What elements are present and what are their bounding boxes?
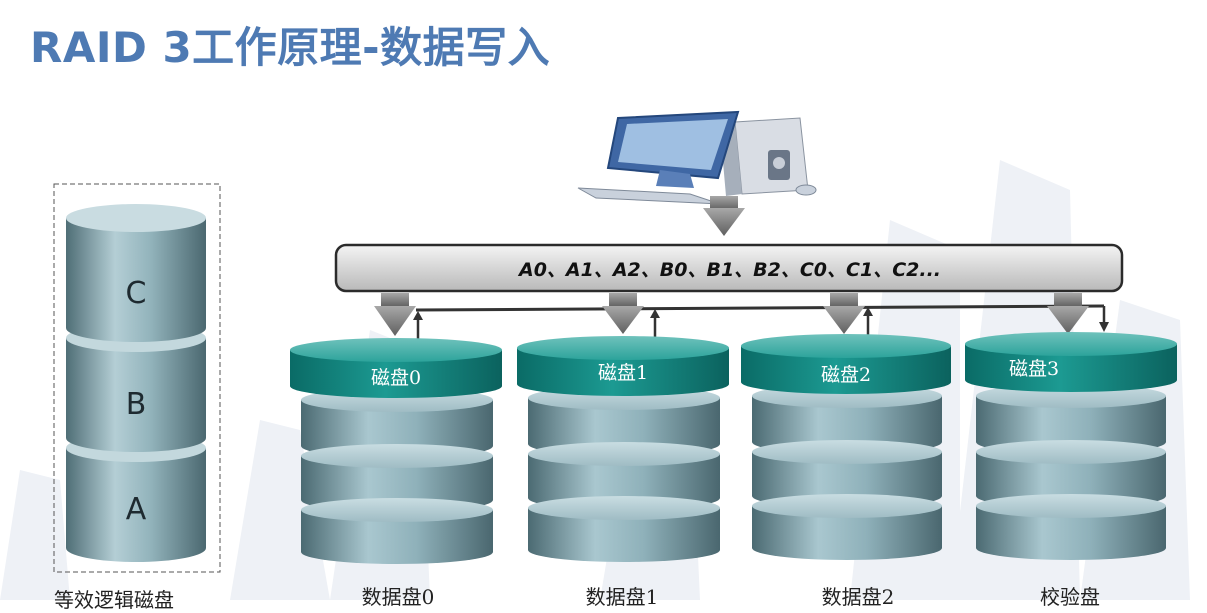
disk-1-head-label: 磁盘1 bbox=[597, 362, 649, 384]
down-arrow-icon bbox=[602, 293, 644, 334]
logical-segment-a: A bbox=[125, 492, 147, 527]
disk-3-stack bbox=[965, 332, 1177, 560]
disk-1-stack bbox=[517, 336, 729, 562]
desktop-computer-icon bbox=[577, 110, 817, 205]
disk-2-head-label: 磁盘2 bbox=[820, 364, 872, 386]
disk-0-label: 数据盘0 bbox=[361, 585, 435, 609]
parity-line bbox=[415, 304, 1105, 312]
disk-3-label: 校验盘 bbox=[1040, 585, 1100, 609]
disk-3-head-label: 磁盘3 bbox=[1008, 358, 1060, 380]
logical-disk-cylinder bbox=[66, 204, 206, 562]
disk-1-label: 数据盘1 bbox=[585, 585, 659, 609]
up-arrow-icon bbox=[650, 309, 660, 338]
logical-disk-label: 等效逻辑磁盘 bbox=[54, 588, 174, 612]
logical-segment-c: C bbox=[125, 276, 147, 311]
disk-2-label: 数据盘2 bbox=[821, 585, 895, 609]
up-arrow-icon bbox=[413, 311, 423, 340]
down-arrow-icon bbox=[703, 196, 745, 236]
logical-disk-frame bbox=[53, 183, 221, 573]
down-arrow-icon bbox=[1099, 306, 1109, 332]
logical-segment-b: B bbox=[125, 387, 147, 422]
disk-0-head-label: 磁盘0 bbox=[370, 367, 422, 389]
data-stream-bar bbox=[334, 243, 1124, 293]
page-title: RAID 3工作原理-数据写入 bbox=[30, 23, 551, 72]
disk-2-stack bbox=[741, 334, 951, 560]
disk-0-stack bbox=[290, 338, 502, 564]
down-arrow-icon bbox=[1047, 293, 1089, 334]
down-arrow-icon bbox=[823, 293, 865, 334]
data-stream-text: A0、A1、A2、B0、B1、B2、C0、C1、C2... bbox=[518, 259, 942, 281]
down-arrow-icon bbox=[374, 293, 416, 336]
up-arrow-icon bbox=[863, 307, 873, 336]
